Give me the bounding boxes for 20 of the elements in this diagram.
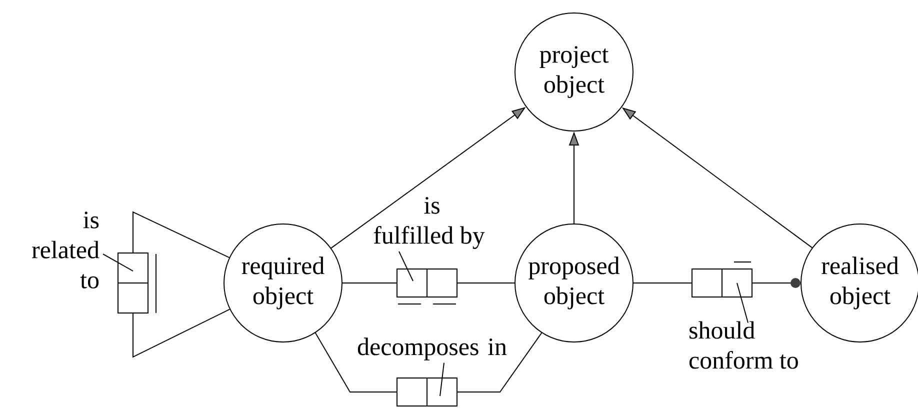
role-line	[752, 278, 800, 288]
fact-type-box	[692, 268, 752, 298]
line	[132, 211, 230, 258]
fact-label: is related to	[32, 212, 100, 288]
leader-line	[736, 282, 748, 324]
line	[457, 282, 515, 284]
fact-type-box	[396, 377, 458, 407]
line	[457, 332, 542, 392]
leader-line	[440, 362, 444, 396]
line	[314, 332, 397, 392]
fact-type-box	[117, 252, 149, 314]
line	[132, 308, 230, 358]
fact-label: should conform to	[689, 321, 798, 369]
fact-label: decomposes in	[358, 338, 507, 360]
leader-line	[398, 250, 414, 282]
leader-line	[102, 254, 134, 272]
fact-type-box	[396, 268, 458, 298]
line	[633, 282, 692, 284]
line	[342, 282, 397, 284]
fact-label: is fulfilled by	[374, 197, 485, 249]
